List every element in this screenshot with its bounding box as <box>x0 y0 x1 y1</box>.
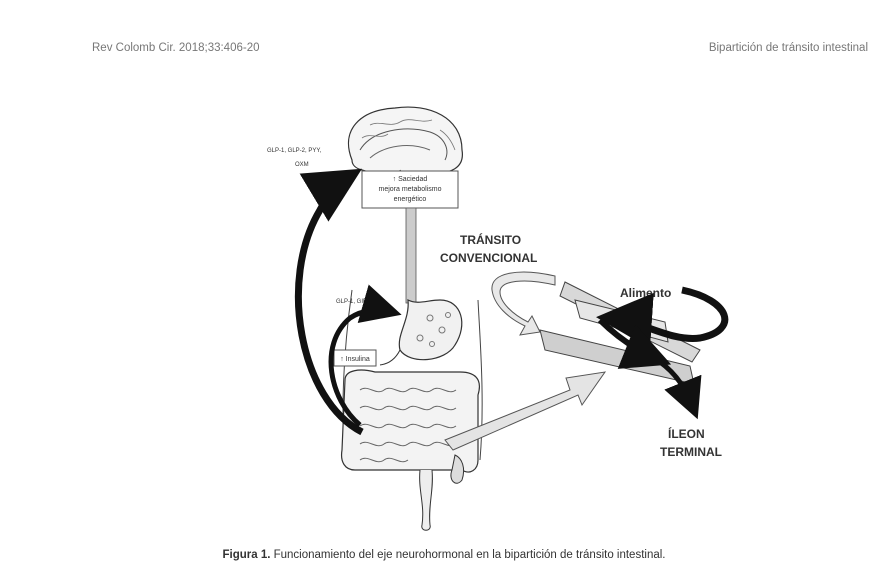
caption-text: Funcionamiento del eje neurohormonal en … <box>270 549 666 561</box>
neurohormonal-figure: ↑ Saciedad mejora metabolismo energético… <box>267 106 729 531</box>
caption-label: Figura 1. <box>222 549 271 561</box>
svg-text:↑ Insulina: ↑ Insulina <box>340 356 370 363</box>
arrow-gut-to-brain <box>294 168 364 436</box>
svg-text:↑ Saciedad: ↑ Saciedad <box>393 176 428 183</box>
food-flow-arrow-3 <box>658 359 702 420</box>
neural-connection <box>405 207 417 304</box>
brain-hormones-label-2: OXM <box>295 162 309 168</box>
journal-citation: Rev Colomb Cir. 2018;33:406-20 <box>92 42 260 54</box>
running-title: Bipartición de tránsito intestinal <box>708 42 868 54</box>
transito-label-2: CONVENCIONAL <box>440 251 537 265</box>
stomach-illustration <box>379 298 463 366</box>
food-flow-arrow-2 <box>597 317 672 369</box>
brain-hormones-label: GLP-1, GLP-2, PYY, <box>267 148 322 154</box>
alimento-label: Alimento <box>620 286 671 300</box>
arrow-gut-to-insulin <box>328 284 402 427</box>
ileon-label-2: TERMINAL <box>660 445 722 459</box>
insulin-box: ↑ Insulina <box>333 349 377 367</box>
satiety-box: ↑ Saciedad mejora metabolismo energético <box>361 170 459 209</box>
gut-hormones-label: GLP-1, GIP, OXM <box>336 299 383 305</box>
svg-text:mejora metabolismo: mejora metabolismo <box>378 186 441 193</box>
transito-label: TRÁNSITO <box>460 232 521 247</box>
ileon-label: ÍLEON <box>668 426 705 441</box>
conventional-transit-arrow <box>491 271 556 336</box>
figure-caption: Figura 1. Funcionamiento del eje neuroho… <box>0 549 888 561</box>
svg-text:energético: energético <box>394 196 427 203</box>
intestines-illustration <box>340 369 481 531</box>
arrow-intestine-to-bipartition <box>444 371 607 451</box>
